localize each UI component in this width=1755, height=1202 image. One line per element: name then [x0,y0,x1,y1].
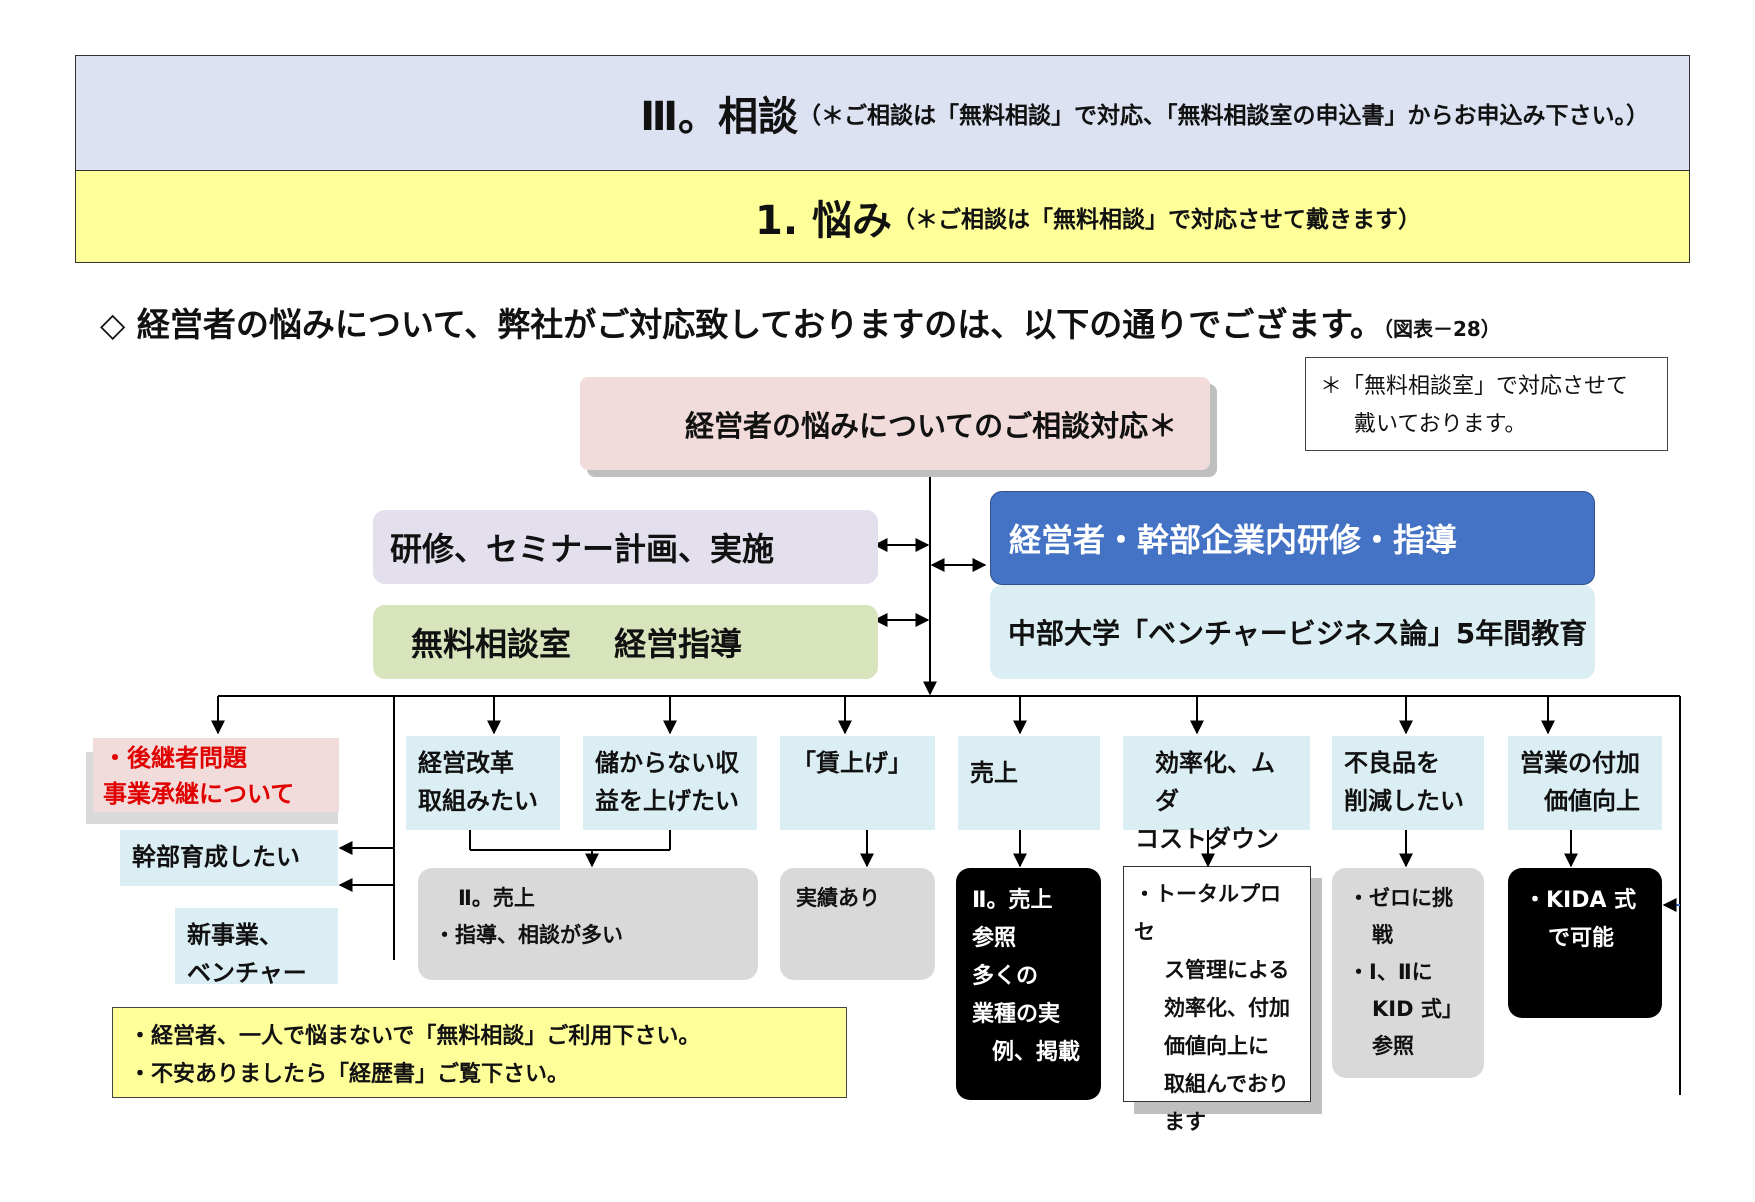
process-line-5: 取組んでおり [1164,1072,1289,1096]
section-title-note: （＊ご相談は「無料相談」で対応、「無料相談室の申込書」からお申込み下さい。） [798,103,1649,129]
efficiency-line-1: 効率化、ムダ [1155,749,1275,815]
reform-line-2: 取組みたい [418,787,538,815]
sales-guidance-line-1: Ⅱ。売上 [458,886,535,910]
profit-line-2: 益を上げたい [595,787,739,815]
process-line-1: ・トータルプロセ [1134,882,1281,944]
defect-reduction-box: 不良品を 削減したい [1332,736,1484,830]
zero-line-5: 参照 [1372,1034,1414,1058]
section-header: Ⅲ。相談 （＊ご相談は「無料相談」で対応、「無料相談室の申込書」からお申込み下さ… [75,55,1690,170]
efficiency-line-2: コストダウン [1135,825,1279,853]
consult-room-box: 無料相談室 経営指導 [373,605,878,679]
consultation-note: ・経営者、一人で悩まないで「無料相談」ご利用下さい。 ・不安ありましたら「経歴書… [112,1007,847,1098]
reform-box: 経営改革 取組みたい [406,736,560,830]
defect-line-1: 不良品を [1344,749,1440,777]
process-line-3: 効率化、付加 [1164,996,1290,1020]
new-business-line-2: ベンチャー [187,959,307,987]
sales-value-line-2: 価値向上 [1544,787,1640,815]
subsection-title-note: （＊ご相談は「無料相談」で対応させて戴きます） [892,206,1421,233]
new-business-box: 新事業、 ベンチャー [175,908,338,987]
diagram-root-box: 経営者の悩みについてのご相談対応＊ [580,377,1210,470]
process-management-box: ・トータルプロセ ス管理による 効率化、付加 価値向上に 取組んでおり ます [1123,866,1311,1134]
wage-increase-box: 「賃上げ」 [780,736,935,830]
succession-line-1: ・後継者問題 [103,744,247,772]
figure-ref: （図表－28） [1382,317,1501,341]
profit-line-1: 儲からない収 [595,749,739,777]
intro-text: ◇ 経営者の悩みについて、弊社がご対応致しておりますのは、以下の通りでござます。… [100,298,1501,346]
subsection-title: 1. 悩み [755,197,892,244]
consultation-note-line-2: ・不安ありましたら「経歴書」ご覧下さい。 [129,1062,570,1087]
defect-line-2: 削減したい [1344,787,1464,815]
efficiency-box: 効率化、ムダ コストダウン [1123,736,1310,853]
section-title: Ⅲ。相談 [640,94,798,140]
zero-line-3: ・Ⅰ、Ⅱに [1348,960,1433,984]
zero-defect-box: ・ゼロに挑 戦 ・Ⅰ、Ⅱに KID 式」 参照 [1332,868,1484,1078]
sales-ref-line-5: 例、掲載 [992,1040,1081,1065]
note-line-2: 戴いております。 [1354,412,1527,437]
sales-ref-line-1: Ⅱ。売上 [972,888,1053,913]
seminar-box: 研修、セミナー計画、実施 [373,510,878,584]
new-business-line-1: 新事業、 [187,921,283,949]
kida-line-1: ・KIDA 式 [1524,888,1637,913]
zero-line-2: 戦 [1372,923,1393,947]
kida-method-box: ・KIDA 式 で可能 [1508,868,1662,1018]
consultation-note-line-1: ・経営者、一人で悩まないで「無料相談」ご利用下さい。 [129,1024,701,1049]
sales-reference-box: Ⅱ。売上 参照 多くの 業種の実 例、掲載 [956,868,1101,1100]
sales-ref-line-3: 多くの [972,964,1039,989]
exec-development-box: 幹部育成したい [120,830,338,886]
subsection-header: 1. 悩み （＊ご相談は「無料相談」で対応させて戴きます） [75,170,1690,263]
process-line-4: 価値向上に [1164,1034,1269,1058]
sales-ref-line-2: 参照 [972,926,1017,951]
sales-guidance-line-2: ・指導、相談が多い [434,923,623,947]
sales-value-box: 営業の付加 価値向上 [1508,736,1662,830]
sales-box: 売上 [958,736,1100,830]
reform-line-1: 経営改革 [418,749,514,777]
succession-box: ・後継者問題 事業承継について [93,738,339,812]
succession-line-2: 事業承継について [103,780,295,808]
process-line-6: ます [1164,1110,1206,1134]
zero-line-1: ・ゼロに挑 [1348,886,1453,910]
university-education-box: 中部大学「ベンチャービジネス論」5年間教育 [990,585,1595,679]
kida-line-2: で可能 [1548,926,1615,951]
sales-ref-line-4: 業種の実 [972,1002,1061,1027]
process-line-2: ス管理による [1164,958,1290,982]
sales-value-line-1: 営業の付加 [1520,749,1640,777]
zero-line-4: KID 式」 [1372,997,1463,1021]
track-record-box: 実績あり [780,868,935,980]
intro-main: ◇ 経営者の悩みについて、弊社がご対応致しておりますのは、以下の通りでござます。 [100,305,1383,344]
sales-guidance-box: Ⅱ。売上 ・指導、相談が多い [418,868,758,980]
note-box: ＊「無料相談室」で対応させて 戴いております。 [1305,357,1668,451]
exec-training-box: 経営者・幹部企業内研修・指導 [990,491,1595,585]
profit-box: 儲からない収 益を上げたい [583,736,757,830]
note-line-1: ＊「無料相談室」で対応させて [1320,374,1629,399]
